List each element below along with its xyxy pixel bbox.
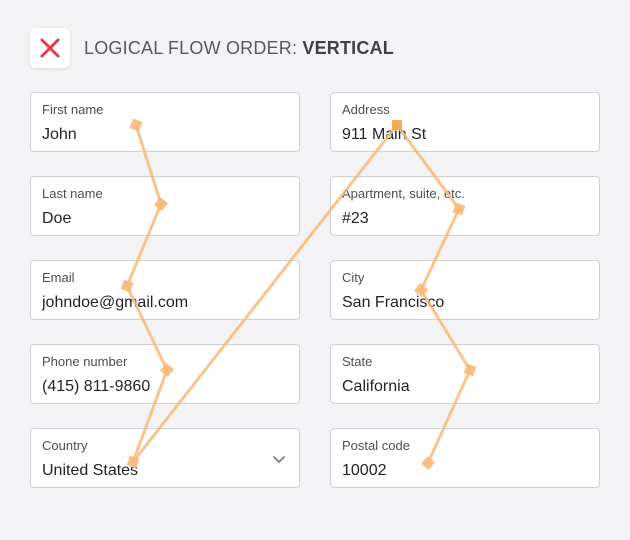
- title-prefix: LOGICAL FLOW ORDER:: [84, 38, 303, 58]
- phone-number-value[interactable]: (415) 811-9860: [42, 378, 151, 395]
- state-value[interactable]: California: [342, 378, 410, 395]
- state-label: State: [342, 354, 373, 369]
- email-label: Email: [42, 270, 75, 285]
- page-title: LOGICAL FLOW ORDER: VERTICAL: [84, 38, 394, 59]
- email-value[interactable]: johndoe@gmail.com: [42, 294, 189, 311]
- city-field[interactable]: City San Francisco: [330, 260, 600, 320]
- country-value[interactable]: United States: [42, 462, 139, 479]
- apartment-field[interactable]: Apartment, suite, etc. #23: [330, 176, 600, 236]
- first-name-label: First name: [42, 102, 104, 117]
- first-name-field[interactable]: First name John: [30, 92, 300, 152]
- city-label: City: [342, 270, 365, 285]
- city-value[interactable]: San Francisco: [342, 294, 445, 311]
- email-field[interactable]: Email johndoe@gmail.com: [30, 260, 300, 320]
- first-name-value[interactable]: John: [42, 126, 77, 143]
- phone-number-label: Phone number: [42, 354, 128, 369]
- title-emphasis: VERTICAL: [302, 38, 394, 58]
- phone-number-field[interactable]: Phone number (415) 811-9860: [30, 344, 300, 404]
- country-label: Country: [42, 438, 88, 453]
- chevron-down-icon[interactable]: [271, 451, 287, 467]
- last-name-label: Last name: [42, 186, 103, 201]
- last-name-value[interactable]: Doe: [42, 210, 72, 227]
- address-label: Address: [342, 102, 390, 117]
- state-field[interactable]: State California: [330, 344, 600, 404]
- last-name-field[interactable]: Last name Doe: [30, 176, 300, 236]
- postal-code-label: Postal code: [342, 438, 410, 453]
- postal-code-field[interactable]: Postal code 10002: [330, 428, 600, 488]
- address-value[interactable]: 911 Main St: [342, 126, 427, 143]
- close-x-icon: [30, 28, 70, 68]
- country-select[interactable]: Country United States: [30, 428, 300, 488]
- apartment-value[interactable]: #23: [342, 210, 369, 227]
- postal-code-value[interactable]: 10002: [342, 462, 387, 479]
- address-field[interactable]: Address 911 Main St: [330, 92, 600, 152]
- apartment-label: Apartment, suite, etc.: [342, 186, 465, 201]
